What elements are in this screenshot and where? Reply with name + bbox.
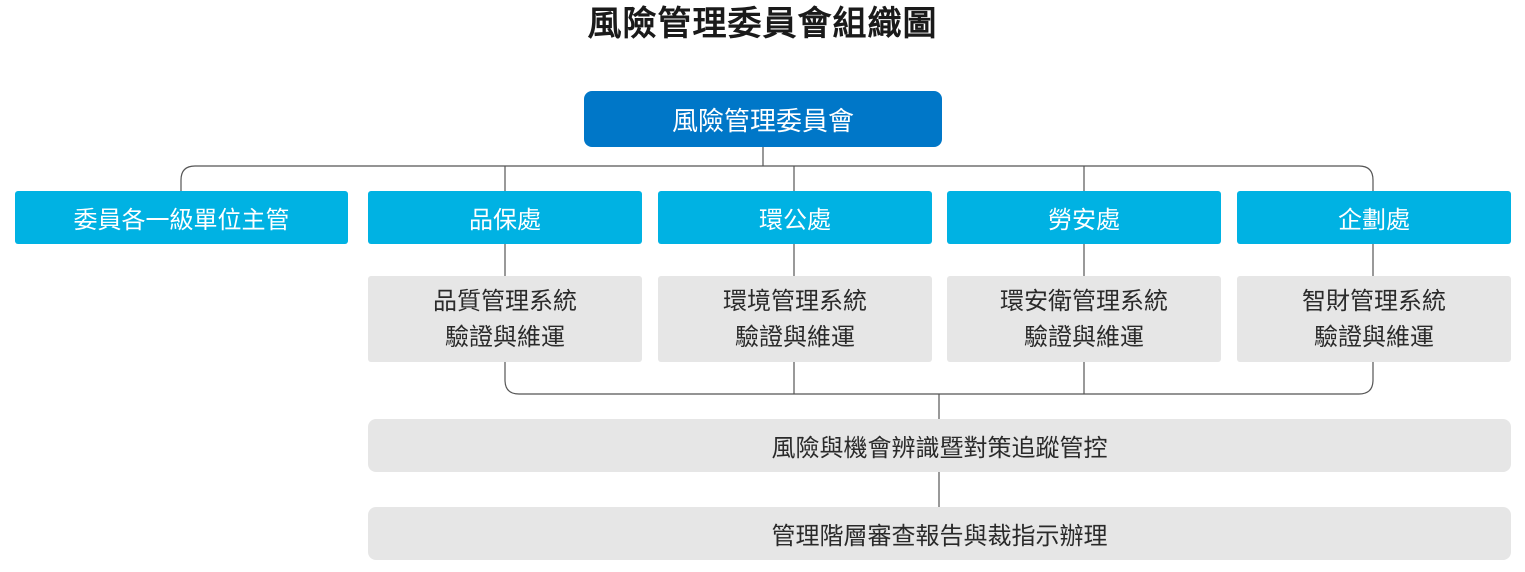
dept-node-environment: 環公處 <box>658 191 932 244</box>
system-node-ip: 智財管理系統 驗證與維運 <box>1237 276 1511 362</box>
system-node-environment: 環境管理系統 驗證與維運 <box>658 276 932 362</box>
system-line2: 驗證與維運 <box>1024 323 1144 351</box>
root-node: 風險管理委員會 <box>584 91 942 147</box>
chart-title: 風險管理委員會組織圖 <box>587 4 938 44</box>
system-line1: 品質管理系統 <box>433 287 577 315</box>
dept-node-quality: 品保處 <box>368 191 642 244</box>
system-line1: 環境管理系統 <box>723 287 867 315</box>
step-node-management-review: 管理階層審查報告與裁指示辦理 <box>368 507 1511 560</box>
dept-node-planning: 企劃處 <box>1237 191 1511 244</box>
connector-top-bracket <box>180 165 1374 191</box>
system-line1: 智財管理系統 <box>1302 287 1446 315</box>
dept-node-committee: 委員各一級單位主管 <box>15 191 348 244</box>
connector-bottom-bracket <box>504 362 1374 395</box>
dept-node-safety: 勞安處 <box>947 191 1221 244</box>
system-node-quality: 品質管理系統 驗證與維運 <box>368 276 642 362</box>
system-line2: 驗證與維運 <box>1314 323 1434 351</box>
system-node-safety: 環安衛管理系統 驗證與維運 <box>947 276 1221 362</box>
system-line2: 驗證與維運 <box>735 323 855 351</box>
system-line2: 驗證與維運 <box>445 323 565 351</box>
step-node-risk-tracking: 風險與機會辨識暨對策追蹤管控 <box>368 419 1511 472</box>
system-line1: 環安衛管理系統 <box>1000 287 1168 315</box>
